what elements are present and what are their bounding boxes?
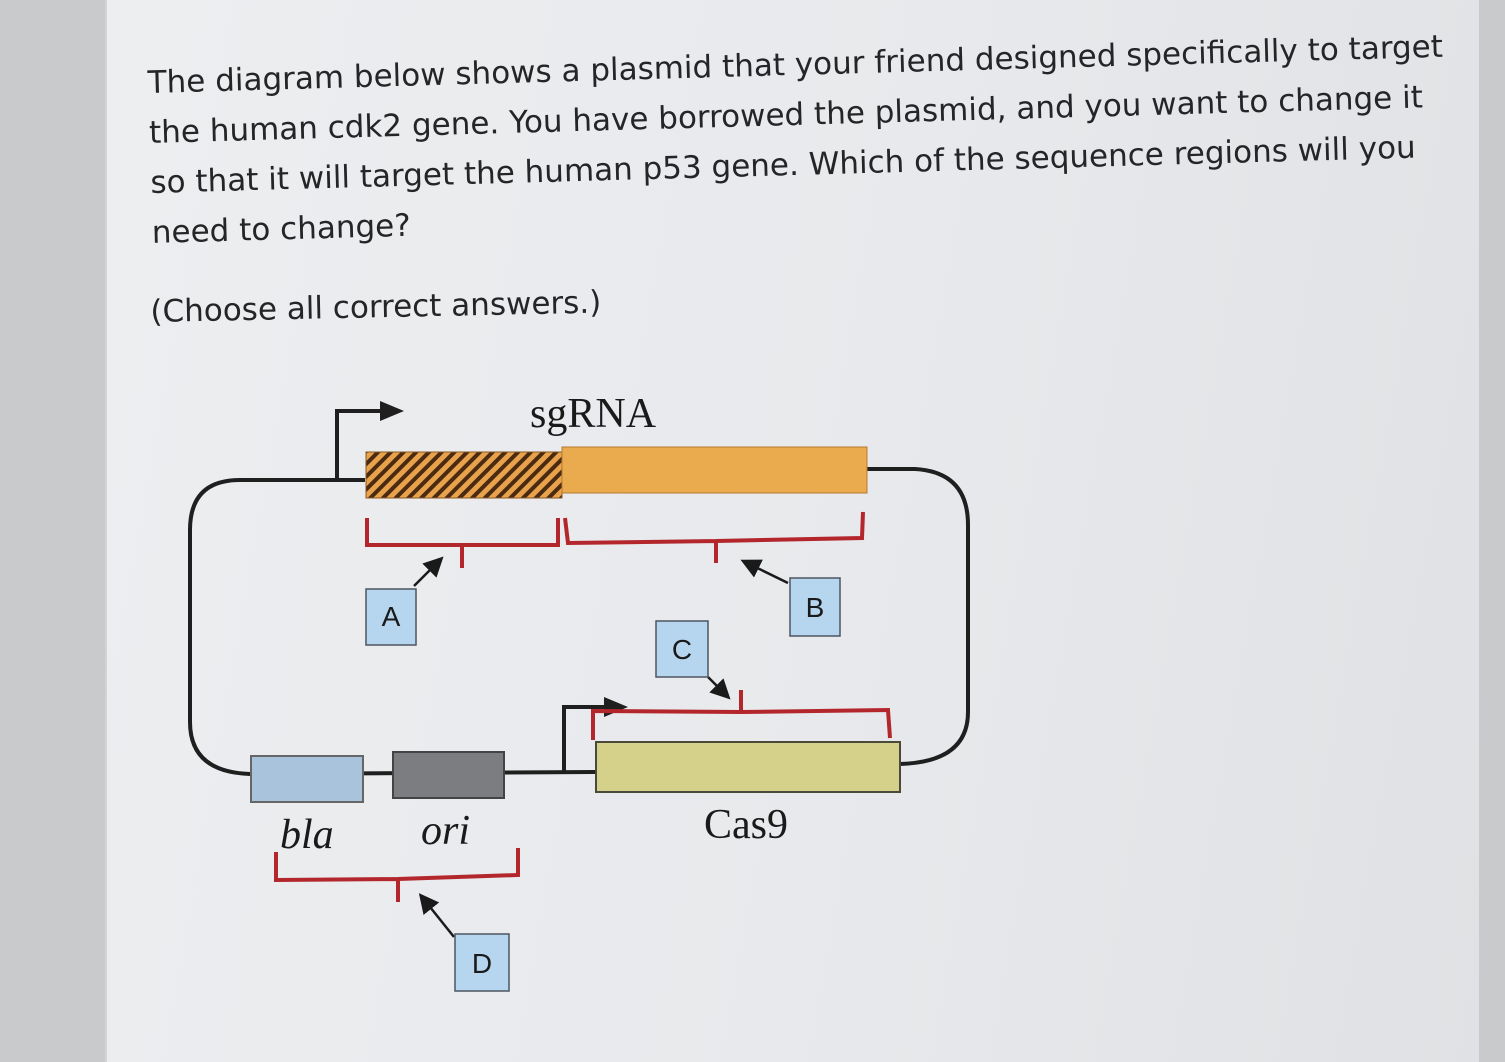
sgrna-label: sgRNA (530, 391, 657, 437)
question-card (105, 0, 1479, 1062)
pointer-arrows (413, 556, 789, 938)
bla-gene (250, 755, 364, 803)
sgrna-promoter-arrow (335, 401, 404, 478)
sgrna-guide-region (365, 451, 563, 499)
sgrna-scaffold-region (561, 446, 868, 494)
pointer-b (740, 559, 789, 585)
cas9-gene (595, 741, 901, 793)
region-brackets (274, 511, 892, 902)
option-c-label: C (672, 634, 692, 665)
option-a[interactable]: A (365, 588, 417, 646)
pointer-d (418, 893, 455, 938)
bracket-d (274, 848, 520, 902)
option-d-label: D (472, 948, 492, 979)
ori-label: ori (421, 808, 470, 854)
bracket-c (591, 690, 892, 740)
ori-element (392, 751, 505, 799)
option-c[interactable]: C (655, 620, 709, 678)
bracket-b (563, 511, 865, 563)
plasmid-backbone (188, 467, 970, 777)
option-d[interactable]: D (454, 933, 510, 992)
bla-label: bla (280, 812, 334, 858)
bracket-a (365, 518, 560, 568)
pointer-c (707, 676, 731, 700)
pointer-a (413, 556, 444, 587)
option-a-label: A (382, 601, 401, 632)
sgrna-gene (365, 446, 868, 499)
option-b[interactable]: B (789, 577, 841, 637)
cas9-label: Cas9 (704, 802, 788, 848)
option-b-label: B (806, 592, 825, 623)
